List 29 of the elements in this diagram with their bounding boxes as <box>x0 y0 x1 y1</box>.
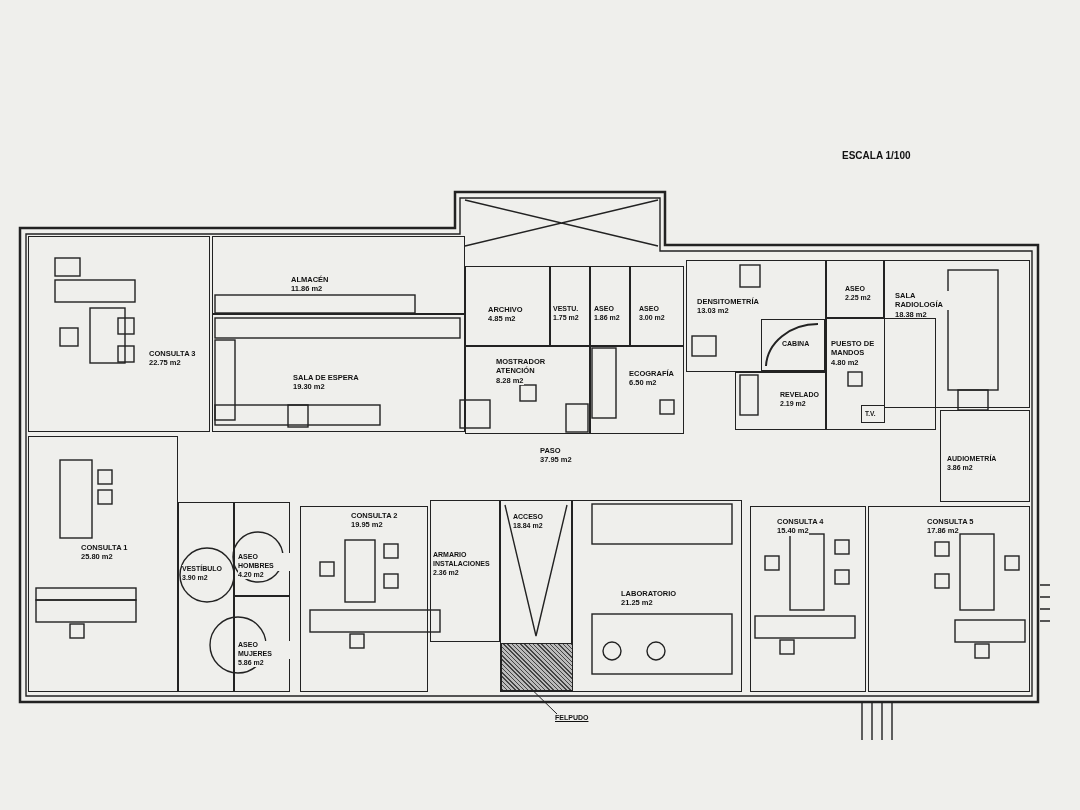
room-area <box>430 500 500 642</box>
leader-line <box>531 689 558 715</box>
room-area <box>761 319 825 371</box>
room-area <box>826 260 884 318</box>
room-area <box>465 266 550 346</box>
room-area <box>590 346 684 434</box>
room-area <box>884 260 1030 408</box>
room-area <box>750 506 866 692</box>
room-area <box>212 314 465 432</box>
room-area <box>234 596 290 692</box>
room-area <box>300 506 428 692</box>
room-area <box>940 410 1030 502</box>
room-area <box>735 372 826 430</box>
room-area <box>178 502 234 692</box>
room-area <box>28 436 178 692</box>
room-area <box>465 346 590 434</box>
room-area <box>686 260 826 372</box>
door-mat <box>501 643 573 691</box>
room-area <box>234 502 290 596</box>
room-area <box>28 236 210 432</box>
room-area <box>630 266 684 346</box>
room-area <box>826 318 936 430</box>
room-area <box>212 236 465 314</box>
room-area <box>500 500 572 692</box>
room-area <box>572 500 742 692</box>
room-area <box>590 266 630 346</box>
room-area <box>550 266 590 346</box>
room-area <box>868 506 1030 692</box>
scale-note: ESCALA 1/100 <box>842 150 911 163</box>
